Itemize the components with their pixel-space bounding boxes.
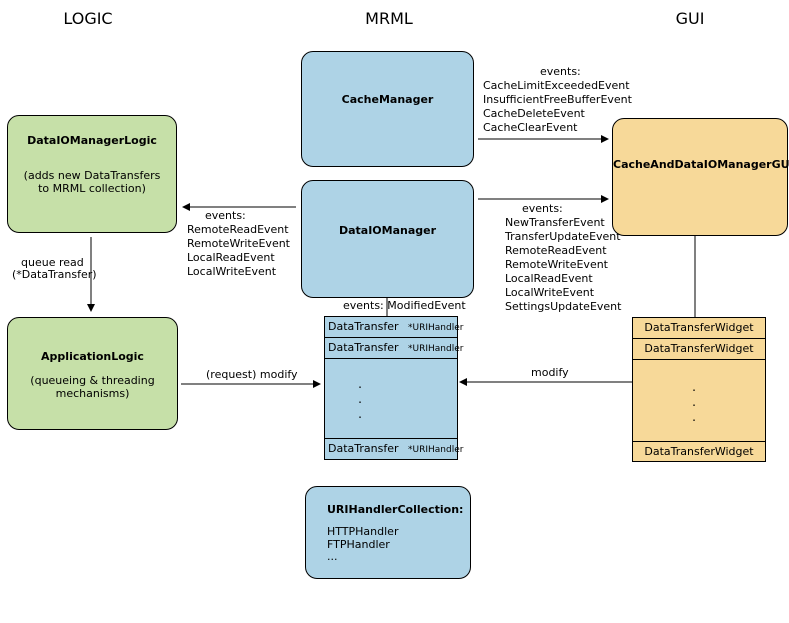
data-transfer-label: DataTransfer: [328, 341, 399, 354]
data-transfer-row: DataTransfer *URIHandler: [325, 438, 463, 460]
uri-handler-label: *URIHandler: [408, 323, 464, 333]
widget-ellipsis: . . .: [689, 380, 699, 425]
data-transfer-ellipsis: . . .: [355, 377, 365, 422]
uri-handler-item: HTTPHandler: [327, 525, 399, 538]
queue-read-label: queue read: [21, 256, 84, 269]
cache-events: events: CacheLimitExceededEvent Insuffic…: [483, 65, 632, 135]
column-title-logic: LOGIC: [63, 9, 113, 28]
modify-label: modify: [531, 366, 569, 379]
ellipsis-dot: .: [358, 392, 362, 406]
data-io-manager-logic-desc-2: to MRML collection): [38, 182, 146, 195]
application-logic-box: ApplicationLogic (queueing & threading m…: [7, 317, 178, 430]
data-io-manager-logic-title: DataIOManagerLogic: [27, 134, 157, 147]
request-modify-label: (request) modify: [206, 368, 298, 381]
uri-handler-collection-box: URIHandlerCollection: HTTPHandler FTPHan…: [305, 486, 471, 579]
event-item: LocalReadEvent: [187, 251, 275, 264]
data-io-manager-title: DataIOManager: [338, 224, 437, 237]
data-transfer-label: DataTransfer: [328, 442, 399, 455]
ellipsis-dot: .: [358, 407, 362, 421]
data-transfer-widget-row: DataTransferWidget: [633, 441, 765, 462]
io-to-gui-events: events: NewTransferEvent TransferUpdateE…: [505, 202, 621, 314]
data-transfer-widget-row: DataTransferWidget: [633, 318, 765, 339]
event-item: CacheClearEvent: [483, 121, 578, 134]
io-to-logic-events: events: RemoteReadEvent RemoteWriteEvent…: [187, 209, 290, 279]
data-transfer-row: DataTransfer *URIHandler: [325, 317, 463, 338]
event-item: RemoteWriteEvent: [505, 258, 608, 271]
data-transfer-row: DataTransfer *URIHandler: [325, 338, 463, 359]
event-item: LocalReadEvent: [505, 272, 593, 285]
event-item: SettingsUpdateEvent: [505, 300, 622, 313]
modified-event-label: events: ModifiedEvent: [343, 299, 466, 312]
data-io-manager-logic-box: DataIOManagerLogic (adds new DataTransfe…: [7, 115, 177, 233]
event-item: NewTransferEvent: [505, 216, 605, 229]
data-transfer-widget-stack: DataTransferWidget DataTransferWidget . …: [632, 317, 766, 462]
ellipsis-dot: .: [692, 380, 696, 394]
data-io-manager-box: DataIOManager: [301, 180, 474, 298]
event-item: TransferUpdateEvent: [505, 230, 621, 243]
uri-handler-label: *URIHandler: [408, 344, 464, 354]
event-item: LocalWriteEvent: [505, 286, 595, 299]
cache-manager-box: CacheManager: [301, 51, 474, 167]
data-transfer-widget-label: DataTransferWidget: [644, 445, 754, 458]
ellipsis-dot: .: [692, 410, 696, 424]
events-header: events:: [540, 65, 581, 78]
event-item: RemoteReadEvent: [505, 244, 607, 257]
column-title-mrml: MRML: [365, 9, 413, 28]
application-logic-desc-2: mechanisms): [55, 387, 130, 400]
cache-manager-title: CacheManager: [341, 93, 434, 106]
gui-title: CacheAndDataIOManagerGUI: [613, 158, 789, 171]
data-transfer-widget-label: DataTransferWidget: [644, 342, 754, 355]
data-io-manager-logic-desc-1: (adds new DataTransfers: [23, 169, 161, 182]
uri-handler-label: *URIHandler: [408, 445, 464, 455]
uri-handler-item: ...: [327, 550, 338, 563]
data-transfer-stack: DataTransfer *URIHandler DataTransfer *U…: [324, 316, 463, 460]
uri-handler-collection-title: URIHandlerCollection:: [327, 503, 464, 516]
cache-and-data-io-manager-gui-box: CacheAndDataIOManagerGUI: [612, 118, 789, 236]
data-transfer-label: DataTransfer: [328, 320, 399, 333]
event-item: CacheLimitExceededEvent: [483, 79, 630, 92]
event-item: RemoteWriteEvent: [187, 237, 290, 250]
data-transfer-widget-label: DataTransferWidget: [644, 321, 754, 334]
application-logic-desc-1: (queueing & threading: [30, 374, 155, 387]
events-header: events:: [522, 202, 563, 215]
event-item: CacheDeleteEvent: [483, 107, 585, 120]
event-item: InsufficientFreeBufferEvent: [483, 93, 632, 106]
events-header: events:: [205, 209, 246, 222]
ellipsis-dot: .: [358, 377, 362, 391]
ellipsis-dot: .: [692, 395, 696, 409]
column-title-gui: GUI: [675, 9, 705, 28]
application-logic-title: ApplicationLogic: [41, 350, 144, 363]
uri-handler-item: FTPHandler: [327, 538, 390, 551]
queue-read-label-sub: (*DataTransfer): [12, 268, 97, 281]
event-item: RemoteReadEvent: [187, 223, 289, 236]
event-item: LocalWriteEvent: [187, 265, 277, 278]
data-transfer-widget-row: DataTransferWidget: [633, 339, 765, 360]
